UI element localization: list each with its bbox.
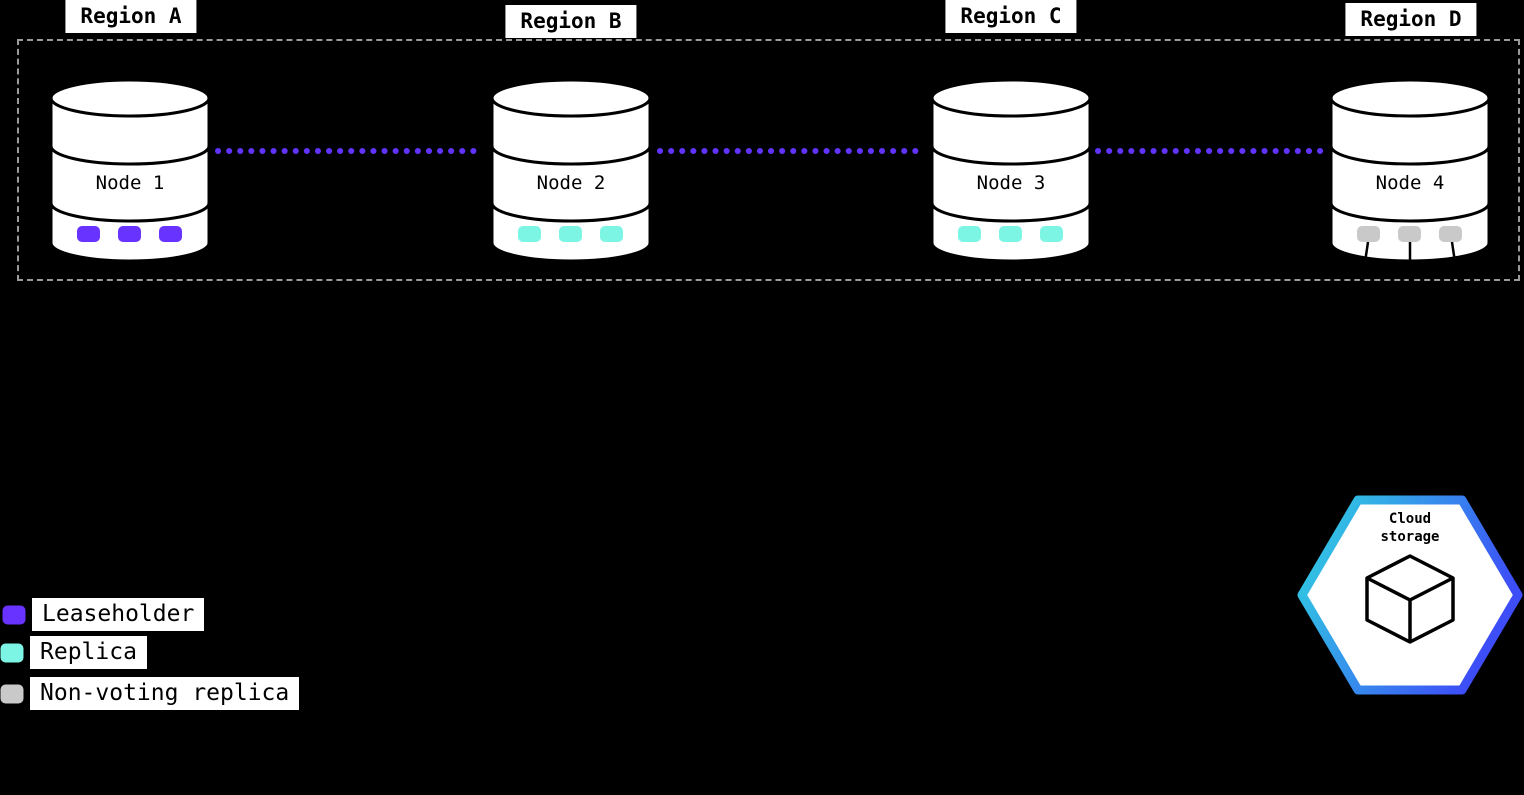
legend-item-leaseholder: Leaseholder [2,598,205,631]
legend-item-replica: Replica [0,636,147,669]
storage-link-line [1450,241,1459,279]
database-body [490,98,652,263]
non-voting-pill [1439,226,1462,242]
legend-label-non-voting-replica: Non-voting replica [30,677,300,710]
database-body [930,98,1092,263]
region-label-c: Region C [945,0,1077,33]
legend-label-leaseholder: Leaseholder [32,598,205,631]
database-icon: Node 1 [49,78,211,263]
database-band [490,202,652,223]
leaseholder-pill [159,226,182,242]
hexagon-border [1297,495,1523,695]
region-label-a: Region A [65,0,197,33]
cluster-boundary [17,39,1520,281]
database-top [1329,78,1491,118]
swatch-rect [0,643,24,662]
database-band [1329,145,1491,166]
swatch-rect [2,605,26,624]
leaseholder-pill [118,226,141,242]
database-top [930,78,1092,118]
database-band [490,145,652,166]
node-label: Node 1 [96,172,165,194]
cloud-storage-icon: Cloud storage [1297,495,1523,695]
database-top [490,78,652,118]
database-band [930,145,1092,166]
leaseholder-pill [77,226,100,242]
storage-link-line [1361,241,1370,279]
replica-pill [999,226,1022,242]
replica-pill [559,226,582,242]
replication-link-b-c [657,148,929,154]
replication-link-a-b [215,148,487,154]
database-icon: Node 3 [930,78,1092,263]
non-voting-swatch [0,684,24,703]
node-4: Node 4 [1328,76,1492,286]
replica-pill [958,226,981,242]
replication-link-c-d [1095,148,1327,154]
legend-label-replica: Replica [30,636,147,669]
node-2: Node 2 [489,76,653,286]
node-label: Node 4 [1376,172,1445,194]
region-label-d: Region D [1345,3,1477,36]
replica-swatch [0,643,24,662]
replica-pill [1040,226,1063,242]
swatch-rect [0,684,24,703]
node-label: Node 3 [977,172,1046,194]
node-3: Node 3 [929,76,1093,286]
cube-icon [1365,554,1455,644]
database-icon: Node 4 [1329,78,1491,282]
database-band [49,202,211,223]
cloud-storage-label-line2: storage [1380,529,1439,545]
replica-pill [518,226,541,242]
region-label-b: Region B [505,5,637,38]
database-body [49,98,211,263]
legend-item-non-voting-replica: Non-voting replica [0,677,300,710]
node-label: Node 2 [537,172,606,194]
non-voting-pill [1398,226,1421,242]
node-1: Node 1 [48,76,212,286]
database-icon: Node 2 [490,78,652,263]
cloud-storage-label-line1: Cloud [1389,511,1431,527]
non-voting-pill [1357,226,1380,242]
database-band [930,202,1092,223]
database-band [1329,202,1491,223]
database-top [49,78,211,118]
database-band [49,145,211,166]
replica-pill [600,226,623,242]
leaseholder-swatch [2,605,26,624]
